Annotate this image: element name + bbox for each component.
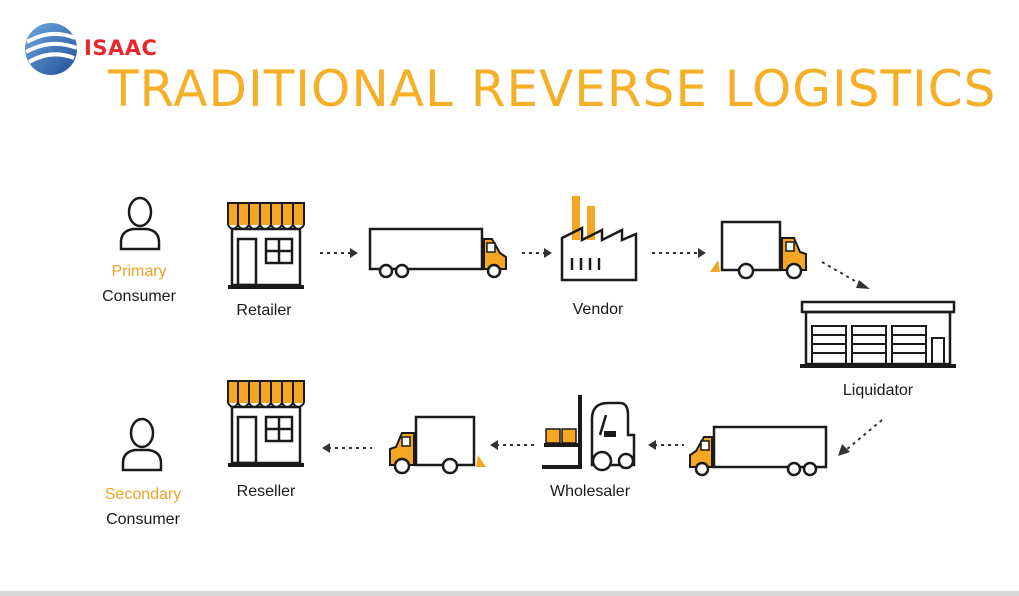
primary-consumer-line2: Consumer <box>102 288 176 305</box>
truck-icon <box>689 425 828 477</box>
brand-name: ISAAC <box>84 36 158 60</box>
bottom-divider <box>0 591 1019 596</box>
flow-arrow <box>322 443 372 453</box>
store-icon <box>227 380 305 467</box>
truck-icon <box>710 220 807 280</box>
flow-arrow <box>821 261 870 289</box>
liquidator-label: Liquidator <box>842 382 914 399</box>
store-icon <box>227 202 305 289</box>
forklift-icon <box>542 395 636 472</box>
flow-arrow <box>838 419 883 456</box>
flow-arrow <box>648 440 684 450</box>
secondary-consumer-line2: Consumer <box>106 511 180 528</box>
person-icon <box>119 196 161 251</box>
flow-arrow <box>490 440 534 450</box>
factory-icon <box>560 196 638 282</box>
retailer-label: Retailer <box>236 302 292 319</box>
warehouse-icon <box>800 300 956 368</box>
primary-consumer-line1: Primary <box>111 263 167 280</box>
secondary-consumer-line1: Secondary <box>104 486 182 503</box>
flow-arrow <box>320 248 358 258</box>
page-title: TRADITIONAL REVERSE LOGISTICS <box>108 60 997 118</box>
reseller-label: Reseller <box>236 483 296 500</box>
flow-arrow <box>652 248 706 258</box>
truck-icon <box>368 227 507 279</box>
wholesaler-label: Wholesaler <box>549 483 631 500</box>
isaac-logo-icon <box>25 23 78 75</box>
flow-arrow <box>522 248 552 258</box>
truck-icon <box>389 415 486 475</box>
person-icon <box>121 417 163 472</box>
vendor-label: Vendor <box>572 301 624 318</box>
